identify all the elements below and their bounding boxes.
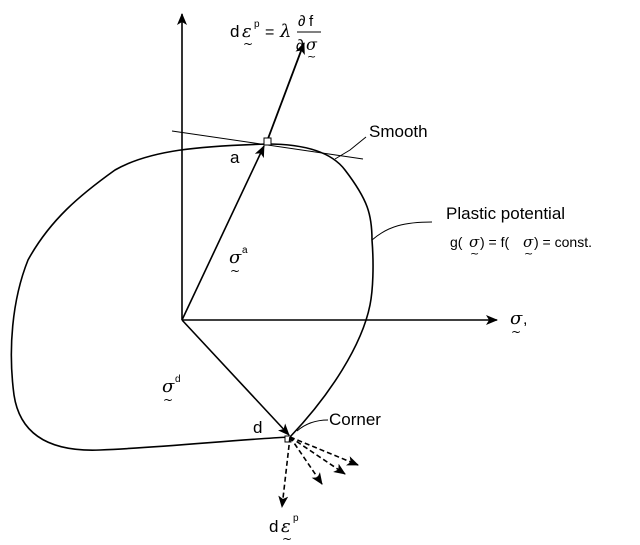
sigma-a-sup: a [242,245,248,256]
normal-vector [265,42,305,145]
flow-sup-p: p [254,19,260,30]
sigma-d-vector [181,319,290,436]
flow-num-f: f [309,13,314,30]
sigma-axis-label: σ ~ , [510,308,527,339]
axis-sigma-comma: , [523,311,527,328]
flow-den-partial: ∂ [296,37,303,54]
sigma-d-label: σ ~ d [162,374,181,407]
potential-sigma-2: σ [523,233,534,251]
corner-leader [296,419,329,432]
point-d-label: d [253,418,262,437]
flow-den-sigma: σ [306,35,318,54]
axis-sigma-glyph: σ [510,308,523,329]
flow-rule-formula: d ε ~ p = λ ∂ f ∂ σ ~ [230,13,321,63]
smooth-label: Smooth [369,122,428,141]
sigma-a-label: σ ~ a [229,245,248,278]
smooth-leader [334,136,367,160]
flow-den-sigma-tilde: ~ [307,50,316,63]
potential-sigma-1-tilde: ~ [470,247,479,260]
bottom-sup-p: p [293,513,299,524]
sigma-d-sup: d [175,374,181,385]
point-a-label: a [230,148,240,167]
flow-epsilon-tilde: ~ [243,37,253,51]
plastic-potential-label: Plastic potential [446,204,565,223]
flow-num-partial: ∂ [298,13,305,30]
bottom-d: d [269,517,278,536]
corner-label: Corner [329,410,381,429]
sigma-d-tilde: ~ [163,393,173,407]
potential-g: g( [450,234,463,250]
bottom-epsilon: ε [281,516,291,537]
flow-d: d [230,22,239,41]
flow-lambda: λ [279,21,291,42]
axis-sigma-tilde: ~ [511,325,521,339]
potential-mid: ) = f( [480,234,510,250]
sigma-a-vector [181,145,265,321]
bottom-strain-label: d ε ~ p [269,513,299,545]
sigma-a-glyph: σ [229,247,242,268]
sigma-a-tilde: ~ [230,264,240,278]
potential-end: ) = const. [534,234,592,250]
bottom-epsilon-tilde: ~ [282,532,292,545]
potential-sigma-2-tilde: ~ [524,247,533,260]
corner-strain-fan [278,436,359,508]
right-angle-marker-a [263,137,272,146]
potential-leader [371,221,433,241]
potential-equation: g( σ ~ ) = f( σ ~ ) = const. [450,233,592,260]
potential-sigma-1: σ [469,233,480,251]
flow-epsilon: ε [242,21,252,42]
flow-equals: = [265,24,274,41]
sigma-d-glyph: σ [162,376,175,397]
yield-surface-curve [10,143,374,451]
